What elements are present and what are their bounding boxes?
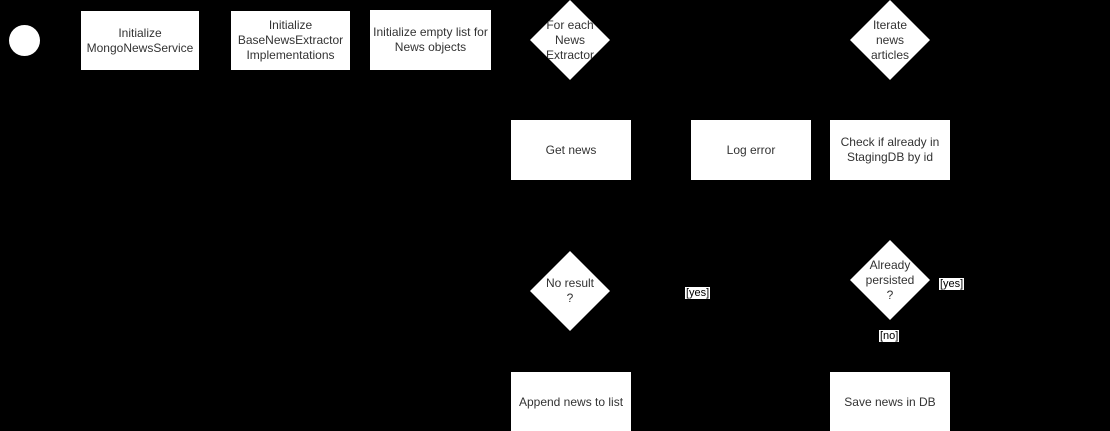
decision-for-each-news-extractor: For each News Extractor (530, 0, 610, 80)
decision-already-persisted: Already persisted ? (850, 240, 930, 320)
edge-label-yes-already-persisted: [yes] (939, 278, 965, 290)
node-append-news-to-list: Append news to list (511, 372, 631, 431)
decision-iterate-news-articles: Iterate news articles (850, 0, 930, 80)
node-save-news-in-db: Save news in DB (830, 372, 950, 431)
node-initialize-mongonewsservice: Initialize MongoNewsService (81, 11, 199, 70)
node-check-stagingdb-by-id: Check if already in StagingDB by id (830, 120, 950, 180)
node-initialize-empty-list: Initialize empty list for News objects (370, 10, 491, 70)
start-node (9, 25, 40, 56)
node-initialize-basenewsextractor-implementations: Initialize BaseNewsExtractor Implementat… (231, 11, 350, 70)
decision-no-result: No result ? (530, 251, 610, 331)
node-log-error: Log error (691, 120, 811, 180)
edge-label-yes-no-result: [yes] (685, 287, 711, 299)
node-get-news: Get news (511, 120, 631, 180)
edge-label-no-already-persisted: [no] (879, 330, 900, 342)
